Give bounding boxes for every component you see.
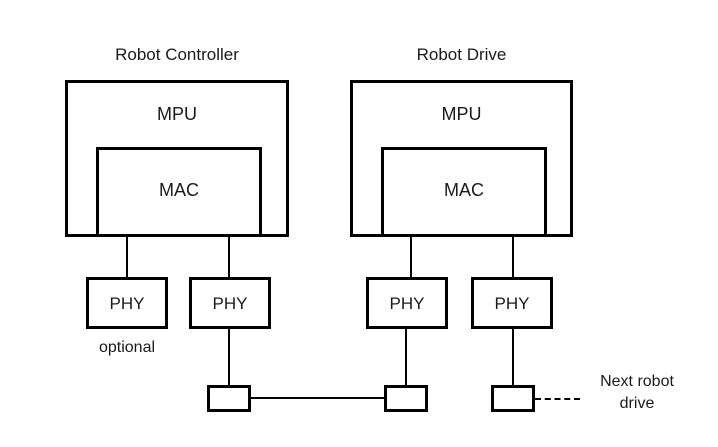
connector-box-right — [491, 385, 535, 412]
mac-label-robot-controller: MAC — [159, 180, 199, 200]
mpu-label-robot-drive: MPU — [441, 104, 482, 124]
connector-box-left — [207, 385, 251, 412]
phy-box-drive-right: PHY — [471, 277, 553, 329]
optional-caption: optional — [98, 339, 156, 356]
next-robot-drive-line2: drive — [619, 395, 655, 413]
next-robot-drive-caption: Next robot drive — [576, 371, 698, 416]
mac-label-robot-drive: MAC — [444, 180, 484, 200]
mac-box-robot-controller: MAC — [96, 147, 262, 237]
phy-box-drive-left: PHY — [366, 277, 448, 329]
cable-controller-to-drive — [250, 397, 385, 399]
phy-box-controller-main: PHY — [189, 277, 271, 329]
link-phy-to-connector-left — [228, 328, 230, 386]
phy-label-controller-optional: PHY — [109, 294, 145, 313]
link-mac-to-phy-drive-right — [512, 236, 514, 278]
link-phy-to-connector-right — [512, 328, 514, 386]
group-title-robot-drive: Robot Drive — [416, 45, 507, 64]
mac-box-robot-drive: MAC — [381, 147, 547, 237]
phy-label-drive-right: PHY — [494, 294, 530, 313]
link-mac-to-phy-optional — [126, 236, 128, 278]
link-mac-to-phy-drive-left — [410, 236, 412, 278]
next-robot-drive-line1: Next robot — [600, 373, 674, 390]
link-phy-to-connector-middle — [405, 328, 407, 386]
cable-dashed-next-drive — [535, 398, 580, 400]
phy-label-drive-left: PHY — [389, 294, 425, 313]
mpu-label-robot-controller: MPU — [157, 104, 197, 124]
link-mac-to-phy-controller — [228, 236, 230, 278]
connector-box-middle — [384, 385, 428, 412]
phy-label-controller-main: PHY — [212, 294, 248, 313]
group-title-robot-controller: Robot Controller — [115, 45, 239, 64]
phy-box-controller-optional: PHY — [86, 277, 168, 329]
